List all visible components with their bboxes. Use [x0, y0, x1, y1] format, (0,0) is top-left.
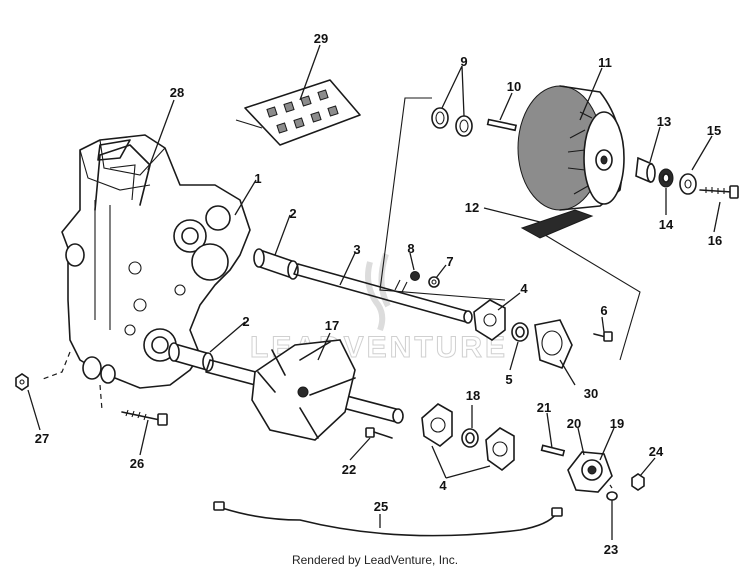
lock-washer-14 — [658, 168, 674, 188]
callout-4-upper: 4 — [520, 281, 528, 296]
impeller-17 — [205, 339, 404, 441]
bolt-16 — [699, 185, 739, 199]
lower-bearing — [168, 342, 214, 372]
pulley-11 — [517, 85, 625, 211]
nut-27 — [15, 373, 29, 391]
callout-24: 24 — [649, 444, 664, 459]
pad-strip — [235, 79, 361, 146]
callout-27: 27 — [35, 431, 49, 446]
bearing-19 — [581, 459, 603, 481]
belt-12 — [520, 209, 594, 239]
spacer-13 — [635, 156, 656, 184]
callout-26: 26 — [130, 456, 144, 471]
callout-labels: 1 2 2 3 4 4 5 6 7 8 9 10 11 12 13 14 15 … — [35, 31, 722, 557]
callout-28: 28 — [170, 85, 184, 100]
callout-19: 19 — [610, 416, 624, 431]
callout-4-lower: 4 — [439, 478, 447, 493]
callout-7: 7 — [446, 254, 453, 269]
callout-25: 25 — [374, 499, 388, 514]
cable-25 — [213, 501, 563, 537]
ring-9a — [431, 107, 449, 129]
callout-9: 9 — [460, 54, 467, 69]
bolt-26 — [121, 409, 168, 426]
callout-20: 20 — [567, 416, 581, 431]
nut-8 — [410, 271, 420, 281]
callout-21: 21 — [537, 400, 551, 415]
callout-5: 5 — [505, 372, 512, 387]
callout-15: 15 — [707, 123, 721, 138]
callout-29: 29 — [314, 31, 328, 46]
washer-7 — [428, 276, 440, 288]
bushing-5 — [511, 322, 529, 342]
callout-22: 22 — [342, 462, 356, 477]
lower-flange-b — [485, 427, 515, 472]
ring-9b — [455, 115, 473, 137]
upper-flange — [473, 299, 506, 341]
support-bracket — [94, 144, 151, 211]
callout-2-upper: 2 — [289, 206, 296, 221]
callout-18: 18 — [466, 388, 480, 403]
callout-13: 13 — [657, 114, 671, 129]
callout-14: 14 — [659, 217, 674, 232]
callout-23: 23 — [604, 542, 618, 557]
callout-2-lower: 2 — [242, 314, 249, 329]
screw-22 — [365, 427, 393, 439]
gear-case-housing — [61, 134, 251, 389]
footer-credit: Rendered by LeadVenture, Inc. — [291, 553, 459, 567]
leader-lines — [27, 44, 721, 540]
callout-8: 8 — [407, 241, 414, 256]
callout-3: 3 — [353, 242, 360, 257]
nut-24 — [631, 473, 645, 491]
key-21 — [540, 444, 566, 457]
screw-6 — [593, 331, 613, 342]
key-10 — [486, 118, 518, 132]
cover-plate-30 — [534, 319, 573, 370]
callout-12: 12 — [465, 200, 479, 215]
callout-30: 30 — [584, 386, 598, 401]
washer-23 — [606, 491, 618, 501]
callout-17: 17 — [325, 318, 339, 333]
callout-16: 16 — [708, 233, 722, 248]
callout-6: 6 — [600, 303, 607, 318]
callout-10: 10 — [507, 79, 521, 94]
upper-shaft — [293, 263, 473, 324]
lower-flange-a — [421, 403, 453, 447]
bushing-18 — [461, 428, 479, 448]
callout-11: 11 — [598, 55, 612, 70]
flat-washer-15 — [679, 173, 697, 195]
callout-1: 1 — [254, 171, 261, 186]
